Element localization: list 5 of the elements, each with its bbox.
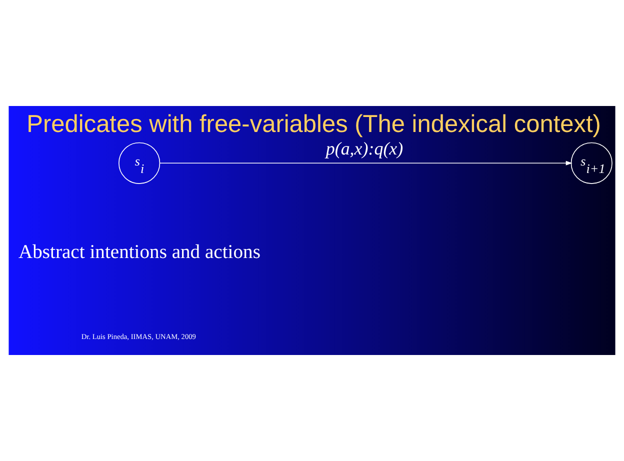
- arrow: [160, 160, 572, 166]
- label: Dr. Luis Pineda, IIMAS, UNAM, 2009: [81, 332, 196, 341]
- diagram-title: Predicates with free-variables (The indexical context): [26, 111, 601, 138]
- label: Abstract intentions and actions: [18, 242, 260, 264]
- edge-label: p(a,x):q(x): [326, 138, 404, 159]
